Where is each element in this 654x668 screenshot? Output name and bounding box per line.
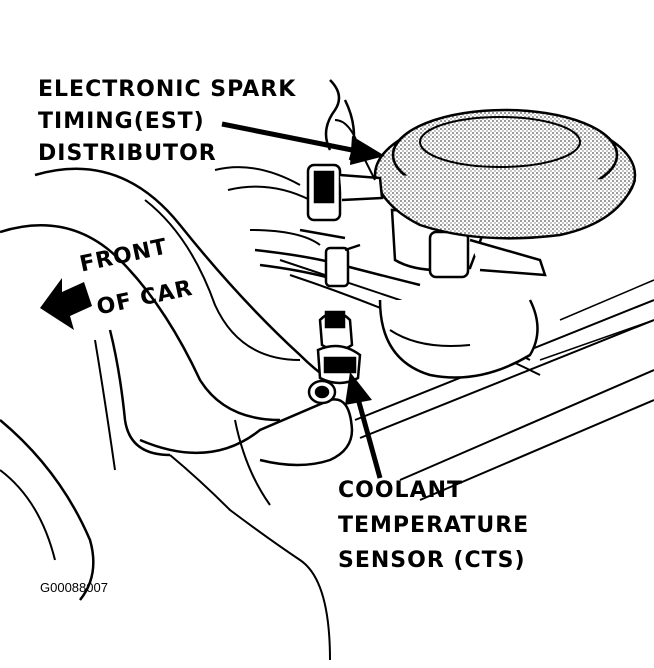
est-connector [299, 79, 384, 240]
cts-label-line3: SENSOR (CTS) [338, 548, 526, 573]
distributor [378, 199, 591, 379]
front-direction-arrow-icon [40, 278, 92, 330]
est-label-line1: ELECTRONIC SPARK [38, 77, 297, 102]
figure-code: G00088007 [40, 580, 108, 595]
cts-label-line2: TEMPERATURE [338, 513, 530, 538]
pipe-clamp [254, 243, 421, 288]
est-leader-arrow [221, 121, 385, 165]
coolant-sensor [307, 310, 362, 405]
cts-label-line1: COOLANT [338, 478, 464, 503]
intake-manifold [0, 167, 354, 661]
distributor-cap [373, 108, 637, 240]
cts-leader-arrow [345, 372, 383, 479]
est-label-line2: TIMING(EST) [38, 109, 205, 134]
est-label-line3: DISTRIBUTOR [38, 141, 217, 166]
